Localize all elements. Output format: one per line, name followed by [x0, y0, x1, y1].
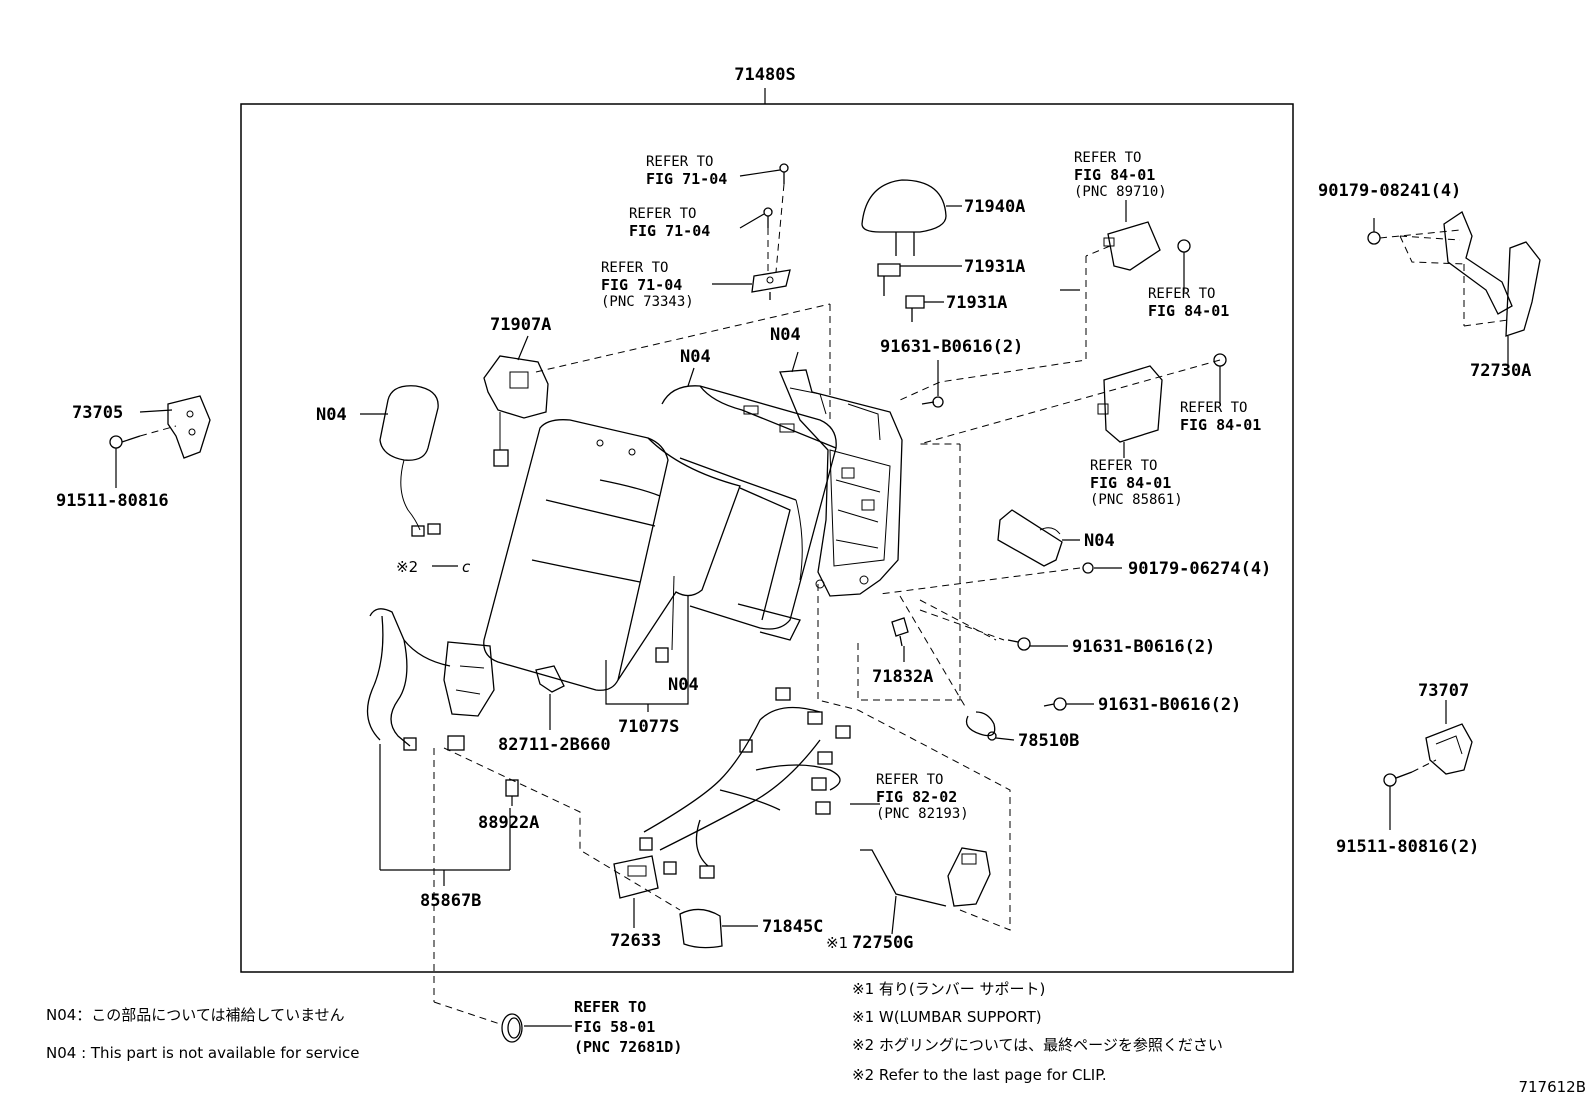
label-71832A: 71832A [872, 667, 933, 687]
label-90179-08241: 90179-08241(4) [1318, 181, 1461, 201]
label-clip-c: c [462, 558, 471, 576]
label-73705: 73705 [72, 403, 123, 423]
label-72750G-mark: ※1 [826, 934, 848, 952]
label-72730A: 72730A [1470, 361, 1531, 381]
cable-78510B-drawing [965, 711, 1015, 741]
label-90179-06274: 90179-06274(4) [1128, 559, 1271, 579]
label-71845C: 71845C [762, 917, 823, 937]
bolt-91631-mid-drawing [1007, 637, 1068, 651]
ecu-middle-drawing [1097, 353, 1227, 458]
ref-fig-84-01-b: REFER TO FIG 84-01 [1148, 286, 1229, 320]
top-screws-drawing [712, 163, 791, 300]
motor-n04-drawing [360, 385, 441, 537]
ref-fig-84-01-d: REFER TO FIG 84-01 (PNC 85861) [1090, 458, 1183, 508]
bracket-73705-drawing [109, 395, 211, 488]
assembly-label: 71480S [734, 65, 795, 85]
label-73707: 73707 [1418, 681, 1469, 701]
clip-88922A-drawing [505, 779, 519, 806]
ring-58-01-drawing [501, 1013, 572, 1043]
ref-fig-84-01-a: REFER TO FIG 84-01 (PNC 89710) [1074, 150, 1167, 200]
headrest-drawing [861, 179, 962, 256]
label-85867B: 85867B [420, 891, 481, 911]
label-91511-80816: 91511-80816 [56, 491, 169, 511]
label-82711-2B660: 82711-2B660 [498, 735, 611, 755]
label-91631-low: 91631-B0616(2) [1098, 695, 1241, 715]
clip-71832A-drawing [891, 617, 909, 662]
clip-82711-drawing [535, 665, 565, 730]
ecu-top-drawing [1103, 200, 1191, 292]
footnote-s2-jp: ※2 ホグリングについては、最終ページを参照ください [852, 1036, 1223, 1054]
headrest-support-drawing [877, 263, 962, 322]
label-71931A-1: 71931A [964, 257, 1025, 277]
footnote-n04-jp: N04：この部品については補給していません [46, 1006, 345, 1024]
switch-72633-drawing [613, 855, 659, 928]
bracket-72730A-drawing [1367, 211, 1541, 368]
label-71940A: 71940A [964, 197, 1025, 217]
label-n04-motor: N04 [316, 405, 347, 425]
label-91631-top: 91631-B0616(2) [880, 337, 1023, 357]
label-clip-mark: ※2 [396, 558, 418, 576]
module-n04-right-drawing [997, 509, 1122, 574]
label-78510B: 78510B [1018, 731, 1079, 751]
seatback-cushion-drawing [483, 419, 741, 691]
cover-71845C-drawing [679, 908, 758, 949]
footnote-s1-en: ※1 W(LUMBAR SUPPORT) [852, 1008, 1042, 1026]
label-71931A-2: 71931A [946, 293, 1007, 313]
bolt-91631-top-drawing [921, 360, 944, 408]
label-72633: 72633 [610, 931, 661, 951]
ref-fig-71-04-c: REFER TO FIG 71-04 (PNC 73343) [601, 260, 694, 310]
label-n04-top-center: N04 [680, 347, 711, 367]
ref-fig-58-01: REFER TO FIG 58-01 (PNC 72681D) [574, 998, 682, 1056]
seatback-frame-drawing [779, 369, 903, 597]
wire-harness-drawing [639, 687, 880, 879]
label-71907A: 71907A [490, 315, 551, 335]
ref-fig-71-04-b: REFER TO FIG 71-04 [629, 206, 710, 240]
ref-fig-84-01-c: REFER TO FIG 84-01 [1180, 400, 1261, 434]
footnote-s1-jp: ※1 有り(ランバー サポート) [852, 980, 1045, 998]
label-72750G: 72750G [852, 933, 913, 953]
label-n04-top-right: N04 [770, 325, 801, 345]
label-n04-module: N04 [1084, 531, 1115, 551]
label-91631-mid: 91631-B0616(2) [1072, 637, 1215, 657]
label-n04-bracket: N04 [668, 675, 699, 695]
dashed-leaders [433, 245, 1221, 1025]
ref-fig-82-02: REFER TO FIG 82-02 (PNC 82193) [876, 772, 969, 822]
footnote-s2-en: ※2 Refer to the last page for CLIP. [852, 1066, 1107, 1084]
bolt-91631-low-drawing [1043, 697, 1094, 711]
seatback-pad-drawing [661, 385, 837, 641]
lumbar-72750G-drawing [860, 847, 991, 935]
misc-leaders [432, 289, 1080, 567]
footnote-n04-en: N04 : This part is not available for ser… [46, 1044, 360, 1062]
assembly-frame [240, 103, 1294, 973]
harness-85867B-drawing [366, 608, 511, 886]
label-91511-80816-2: 91511-80816(2) [1336, 837, 1479, 857]
latch-71907A-drawing [483, 335, 549, 467]
bracket-71077S-drawing [605, 575, 689, 712]
drawing-number: 717612B [1518, 1078, 1586, 1096]
ref-fig-71-04-a: REFER TO FIG 71-04 [646, 154, 727, 188]
label-71077S: 71077S [618, 717, 679, 737]
bracket-73707-drawing [1383, 700, 1473, 830]
label-88922A: 88922A [478, 813, 539, 833]
